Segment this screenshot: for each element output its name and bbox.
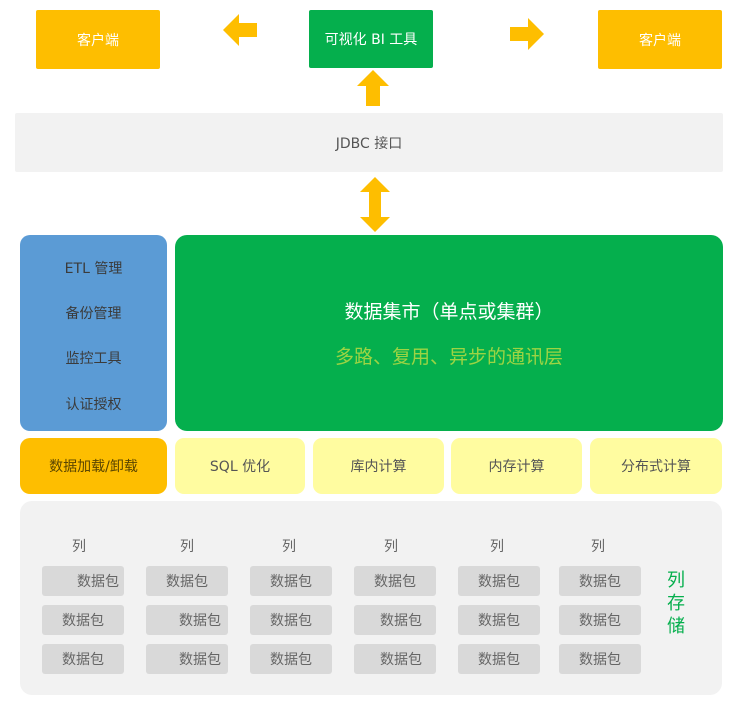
data-packet: 数据包 <box>42 566 124 596</box>
data-packet: 数据包 <box>458 644 540 674</box>
data-packet: 数据包 <box>458 605 540 635</box>
column-storage-label: 列存储 <box>667 570 685 637</box>
etl-management: ETL 管理 <box>64 261 123 277</box>
column-label: 列 <box>72 539 86 555</box>
data-packet: 数据包 <box>250 644 332 674</box>
data-packet: 数据包 <box>146 605 228 635</box>
jdbc-interface: JDBC 接口 <box>15 113 723 172</box>
data-packet: 数据包 <box>559 644 641 674</box>
feature-in-memory-computing: 内存计算 <box>451 438 582 494</box>
management-panel: ETL 管理 备份管理 监控工具 认证授权 <box>20 235 167 431</box>
client-box-right: 客户端 <box>598 10 722 69</box>
feature-in-database-computing: 库内计算 <box>313 438 444 494</box>
data-packet: 数据包 <box>559 605 641 635</box>
arrow-right-icon <box>510 18 544 50</box>
data-mart-panel: 数据集市（单点或集群） 多路、复用、异步的通讯层 <box>175 235 723 431</box>
monitoring-tools: 监控工具 <box>65 351 122 367</box>
arrow-updown-icon <box>360 177 390 232</box>
column-label: 列 <box>490 539 504 555</box>
data-mart-title: 数据集市（单点或集群） <box>344 300 554 323</box>
data-packet: 数据包 <box>250 566 332 596</box>
data-load-unload: 数据加载/卸载 <box>20 438 167 494</box>
data-packet: 数据包 <box>354 566 436 596</box>
data-packet: 数据包 <box>42 644 124 674</box>
data-packet: 数据包 <box>250 605 332 635</box>
data-packet: 数据包 <box>42 605 124 635</box>
column-storage-panel: 列 列 列 列 列 列 数据包 数据包 数据包 数据包 数据包 数据包 数据包 … <box>20 501 722 695</box>
data-packet: 数据包 <box>559 566 641 596</box>
client-box-left: 客户端 <box>36 10 160 69</box>
column-label: 列 <box>384 539 398 555</box>
arrow-left-icon <box>223 14 257 46</box>
data-packet: 数据包 <box>146 644 228 674</box>
column-label: 列 <box>180 539 194 555</box>
data-packet: 数据包 <box>354 605 436 635</box>
feature-distributed-computing: 分布式计算 <box>590 438 722 494</box>
data-packet: 数据包 <box>458 566 540 596</box>
data-packet: 数据包 <box>354 644 436 674</box>
data-packet: 数据包 <box>146 566 228 596</box>
column-label: 列 <box>591 539 605 555</box>
backup-management: 备份管理 <box>65 306 122 322</box>
feature-sql-optimization: SQL 优化 <box>175 438 305 494</box>
column-label: 列 <box>282 539 296 555</box>
data-mart-subtitle: 多路、复用、异步的通讯层 <box>334 345 563 368</box>
authentication-authorization: 认证授权 <box>65 397 122 413</box>
arrow-up-icon <box>357 70 389 106</box>
bi-tool-box: 可视化 BI 工具 <box>309 10 433 68</box>
